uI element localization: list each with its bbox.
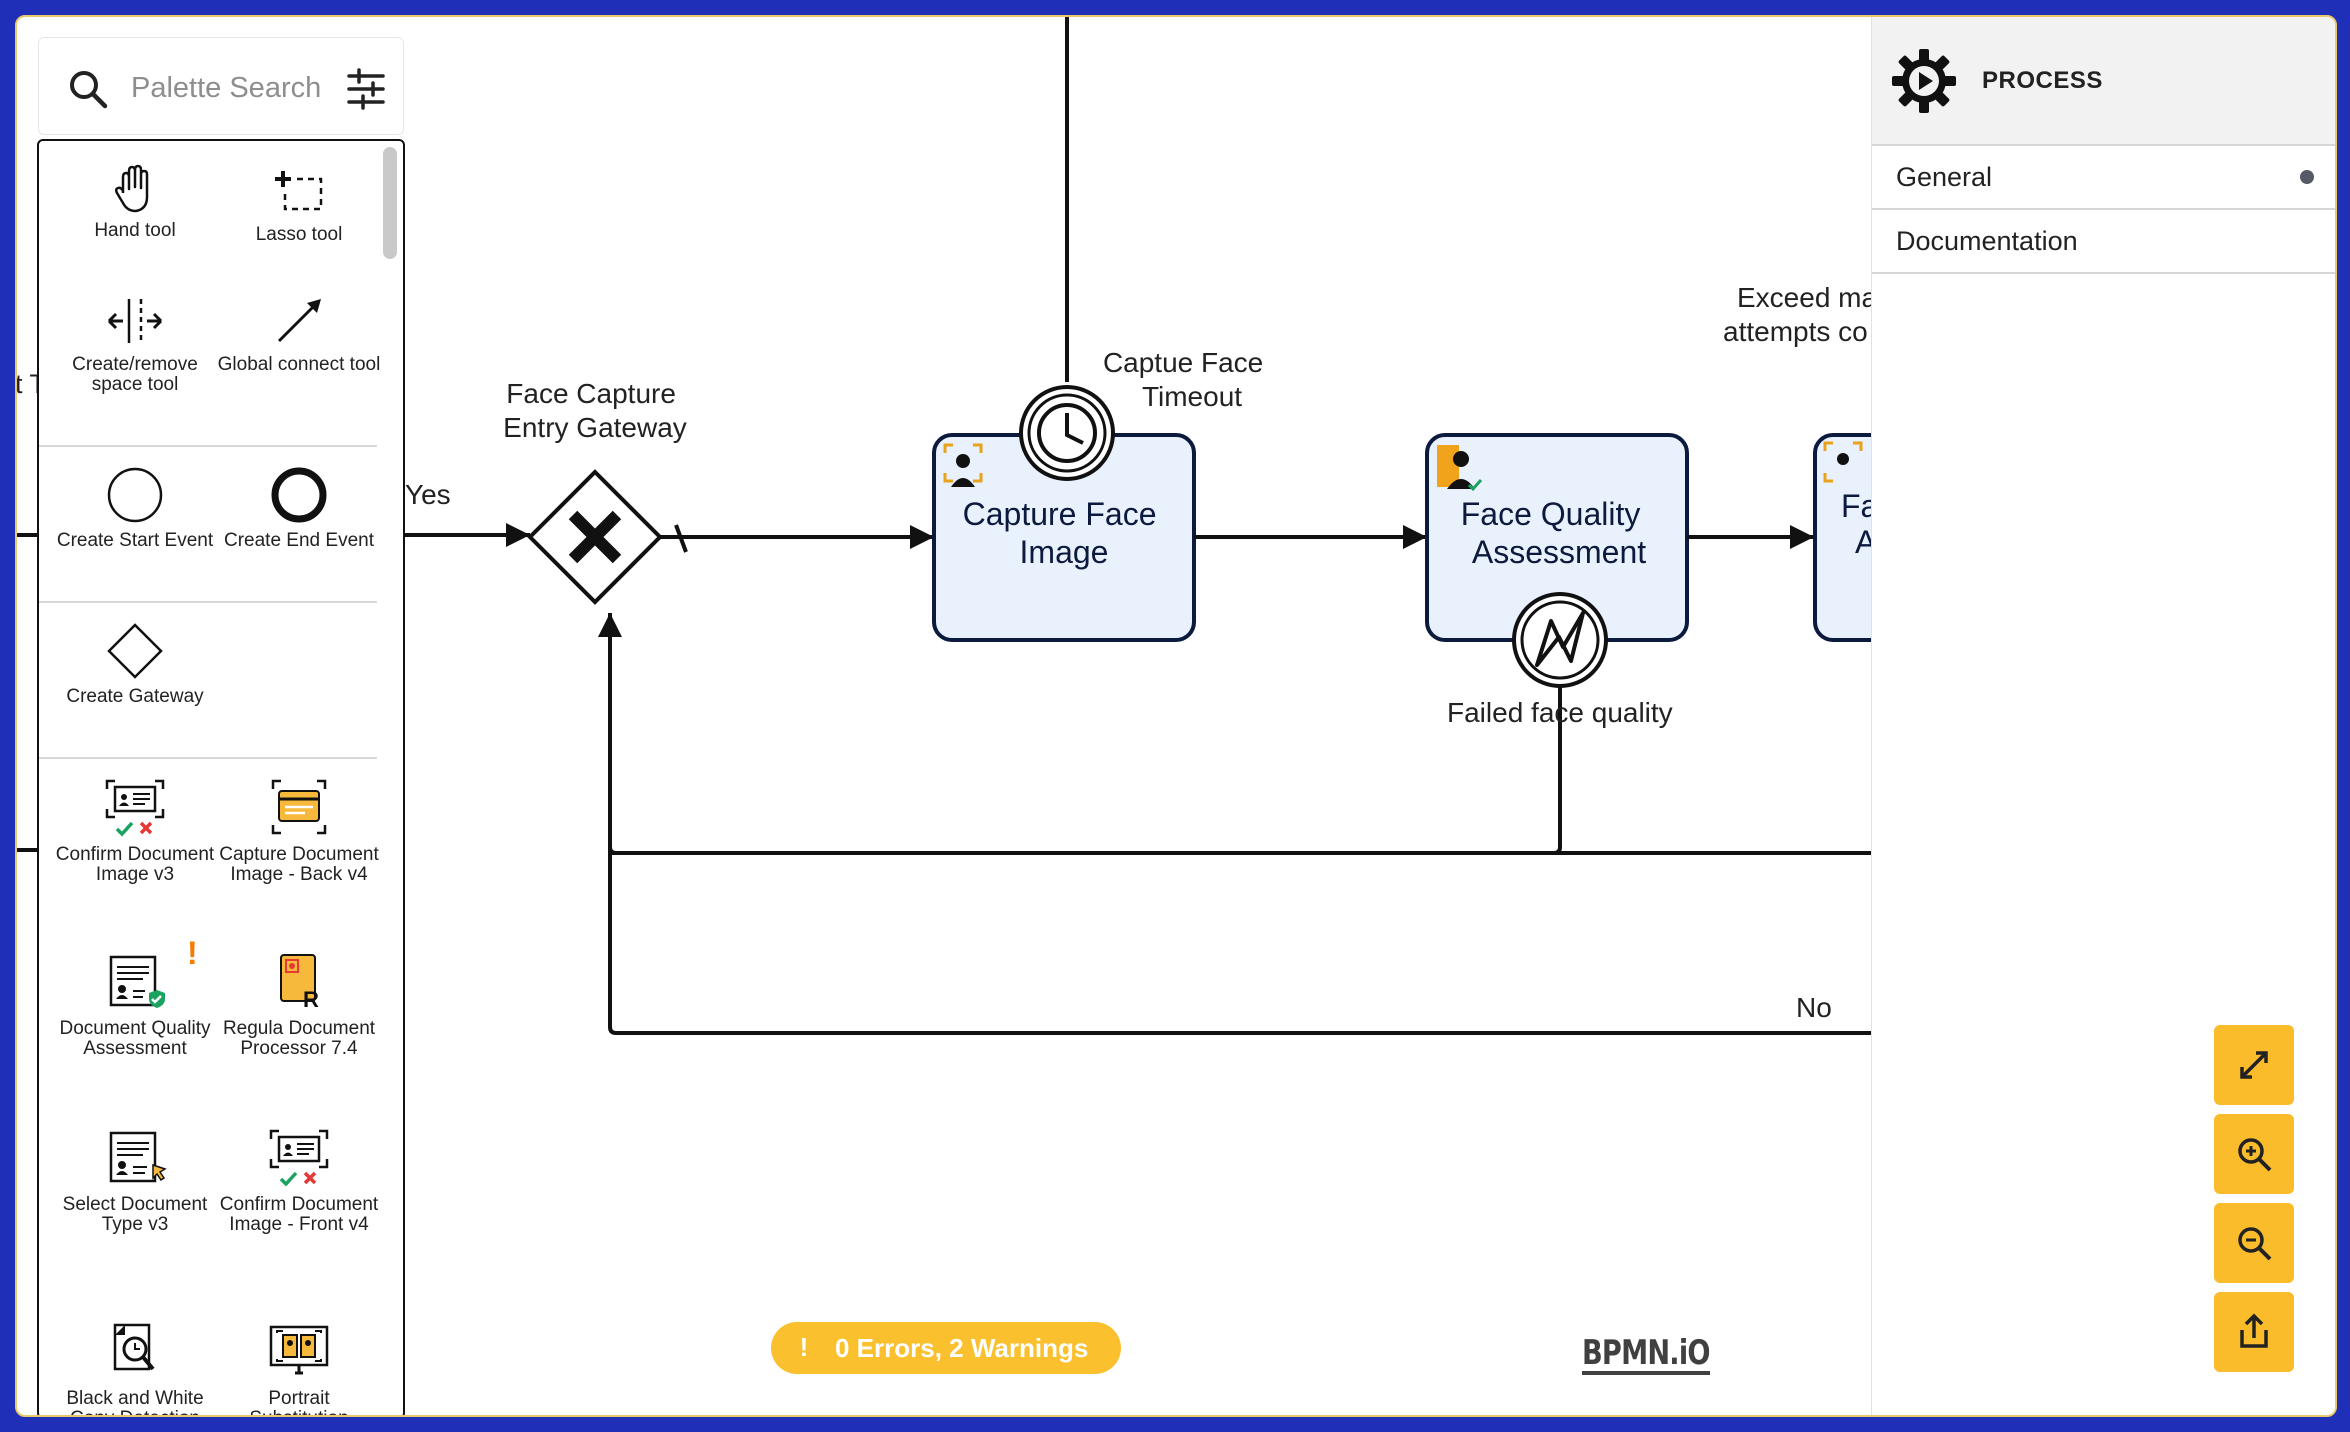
face-capture-entry-gateway[interactable] bbox=[527, 469, 663, 605]
hand-tool[interactable]: Hand tool bbox=[53, 163, 217, 241]
regula-document-processor[interactable]: R Regula Document Processor 7.4 bbox=[217, 949, 381, 1059]
connect-arrow-icon bbox=[277, 299, 321, 343]
confirm-document-label: Confirm Document Image v3 bbox=[55, 844, 215, 885]
filter-settings-icon[interactable] bbox=[345, 68, 387, 110]
search-icon[interactable] bbox=[67, 68, 109, 110]
group-general[interactable]: General bbox=[1872, 146, 2335, 210]
failed-quality-label: Failed face quality bbox=[1447, 697, 1673, 728]
regula-processor-label: Regula Document Processor 7.4 bbox=[222, 1018, 376, 1059]
black-white-copy-detection[interactable]: Black and White Copy Detection bbox=[53, 1319, 217, 1416]
lasso-tool-label: Lasso tool bbox=[255, 224, 343, 245]
app-frame: t T Yes Face Capture Entry Gateway Captu… bbox=[15, 15, 2337, 1417]
copy-detection-icon bbox=[113, 1323, 155, 1371]
document-quality-assessment[interactable]: Document Quality Assessment bbox=[53, 949, 217, 1059]
portrait-substitution-label: Portrait Substitution bbox=[249, 1388, 348, 1416]
no-label: No bbox=[1796, 992, 1832, 1023]
document-quality-icon bbox=[109, 955, 165, 1008]
capture-document-back-v4[interactable]: Capture Document Image - Back v4 bbox=[217, 775, 381, 885]
confirm-document-image-v3[interactable]: Confirm Document Image v3 bbox=[53, 775, 217, 885]
select-document-type-icon bbox=[109, 1131, 167, 1183]
capture-face-image-task[interactable]: Capture Face Image bbox=[932, 433, 1196, 642]
portrait-substitution[interactable]: Portrait Substitution bbox=[217, 1319, 381, 1416]
create-start-event[interactable]: Create Start Event bbox=[53, 465, 217, 551]
capture-document-icon bbox=[271, 779, 327, 835]
tool-warning-marker: ! bbox=[187, 935, 198, 971]
yes-label: Yes bbox=[405, 479, 451, 510]
palette: Hand tool Lasso tool Create/remove space… bbox=[37, 139, 405, 1416]
start-event-icon bbox=[107, 467, 163, 523]
bpmn-canvas[interactable]: t T Yes Face Capture Entry Gateway Captu… bbox=[17, 17, 2335, 1415]
process-gear-icon bbox=[1892, 49, 1956, 113]
face-quality-task-icon bbox=[1437, 445, 1483, 492]
gateway-label: Create Gateway bbox=[66, 686, 204, 707]
global-connect-label: Global connect tool bbox=[217, 354, 381, 375]
create-end-event[interactable]: Create End Event bbox=[217, 465, 381, 551]
label-bg bbox=[1017, 707, 1097, 747]
zoom-in-icon bbox=[2238, 1138, 2272, 1172]
exceed-attempts-label: Exceed ma attempts co bbox=[1723, 282, 1885, 347]
palette-separator bbox=[39, 445, 377, 447]
group-data-indicator bbox=[2300, 170, 2314, 184]
copy-detection-label: Black and White Copy Detection bbox=[66, 1388, 204, 1416]
error-lightning-icon bbox=[1535, 611, 1585, 667]
end-event-label: Create End Event bbox=[224, 530, 374, 551]
confirm-document-front-v4[interactable]: Confirm Document Image - Front v4 bbox=[217, 1125, 381, 1235]
document-quality-label: Document Quality Assessment bbox=[59, 1018, 211, 1059]
palette-scrollbar[interactable] bbox=[383, 147, 397, 259]
properties-title: PROCESS bbox=[1982, 67, 2103, 94]
confirm-document-front-icon bbox=[269, 1129, 329, 1187]
group-documentation[interactable]: Documentation bbox=[1872, 210, 2335, 274]
create-gateway[interactable]: Create Gateway bbox=[53, 621, 217, 707]
zoom-out-button[interactable] bbox=[2214, 1203, 2294, 1283]
palette-separator bbox=[39, 601, 377, 603]
lasso-tool[interactable]: Lasso tool bbox=[217, 163, 381, 245]
expand-icon bbox=[2240, 1051, 2268, 1079]
svg-text:R: R bbox=[303, 987, 319, 1012]
share-icon bbox=[2240, 1313, 2268, 1348]
group-documentation-title: Documentation bbox=[1896, 226, 2078, 256]
sequence-flow-no[interactable] bbox=[598, 613, 1871, 1035]
warning-icon: ! bbox=[799, 1332, 809, 1362]
select-document-type-v3[interactable]: Select Document Type v3 bbox=[53, 1125, 217, 1235]
start-event-label: Create Start Event bbox=[56, 530, 214, 551]
zoom-out-icon bbox=[2238, 1227, 2272, 1261]
svg-text:Capture Face Image: Capture Face Image bbox=[963, 496, 1166, 570]
space-tool-icon bbox=[107, 299, 163, 343]
end-event-icon bbox=[271, 467, 327, 523]
hand-tool-label: Hand tool bbox=[94, 220, 176, 241]
portrait-substitution-icon bbox=[269, 1325, 329, 1375]
confirm-document-icon bbox=[105, 779, 165, 837]
default-flow-marker bbox=[674, 524, 688, 553]
fit-viewport-button[interactable] bbox=[2214, 1025, 2294, 1105]
export-button[interactable] bbox=[2214, 1292, 2294, 1372]
properties-header: PROCESS bbox=[1872, 17, 2335, 146]
hand-icon bbox=[114, 164, 149, 213]
space-tool[interactable]: Create/remove space tool bbox=[53, 293, 217, 395]
group-general-title: General bbox=[1896, 162, 1993, 192]
linting-status-badge[interactable]: ! 0 Errors, 2 Warnings bbox=[771, 1322, 1121, 1374]
timer-boundary-event[interactable] bbox=[1019, 385, 1115, 481]
regula-processor-icon: R bbox=[280, 954, 319, 1012]
zoom-in-button[interactable] bbox=[2214, 1114, 2294, 1194]
error-boundary-event[interactable] bbox=[1512, 592, 1608, 688]
palette-separator bbox=[39, 757, 377, 759]
gateway-icon bbox=[107, 623, 163, 679]
gateway-label: Face Capture Entry Gateway bbox=[503, 378, 687, 443]
palette-search-box bbox=[38, 37, 404, 135]
timeout-label: Captue Face Timeout bbox=[1103, 347, 1271, 412]
palette-search-input[interactable] bbox=[131, 66, 341, 110]
linting-status-text: 0 Errors, 2 Warnings bbox=[835, 1333, 1089, 1363]
lasso-icon bbox=[275, 171, 323, 211]
select-document-type-label: Select Document Type v3 bbox=[62, 1194, 208, 1235]
space-tool-label: Create/remove space tool bbox=[72, 354, 198, 395]
confirm-document-front-label: Confirm Document Image - Front v4 bbox=[219, 1194, 379, 1235]
global-connect-tool[interactable]: Global connect tool bbox=[217, 293, 381, 375]
face-capture-task-icon bbox=[943, 443, 983, 487]
bpmn-io-logo[interactable]: BPMN.iO bbox=[1582, 1333, 1710, 1375]
capture-document-label: Capture Document Image - Back v4 bbox=[219, 844, 379, 885]
svg-text:Face Quality Assessmen: Face Quality Assessment bbox=[1461, 496, 1650, 570]
